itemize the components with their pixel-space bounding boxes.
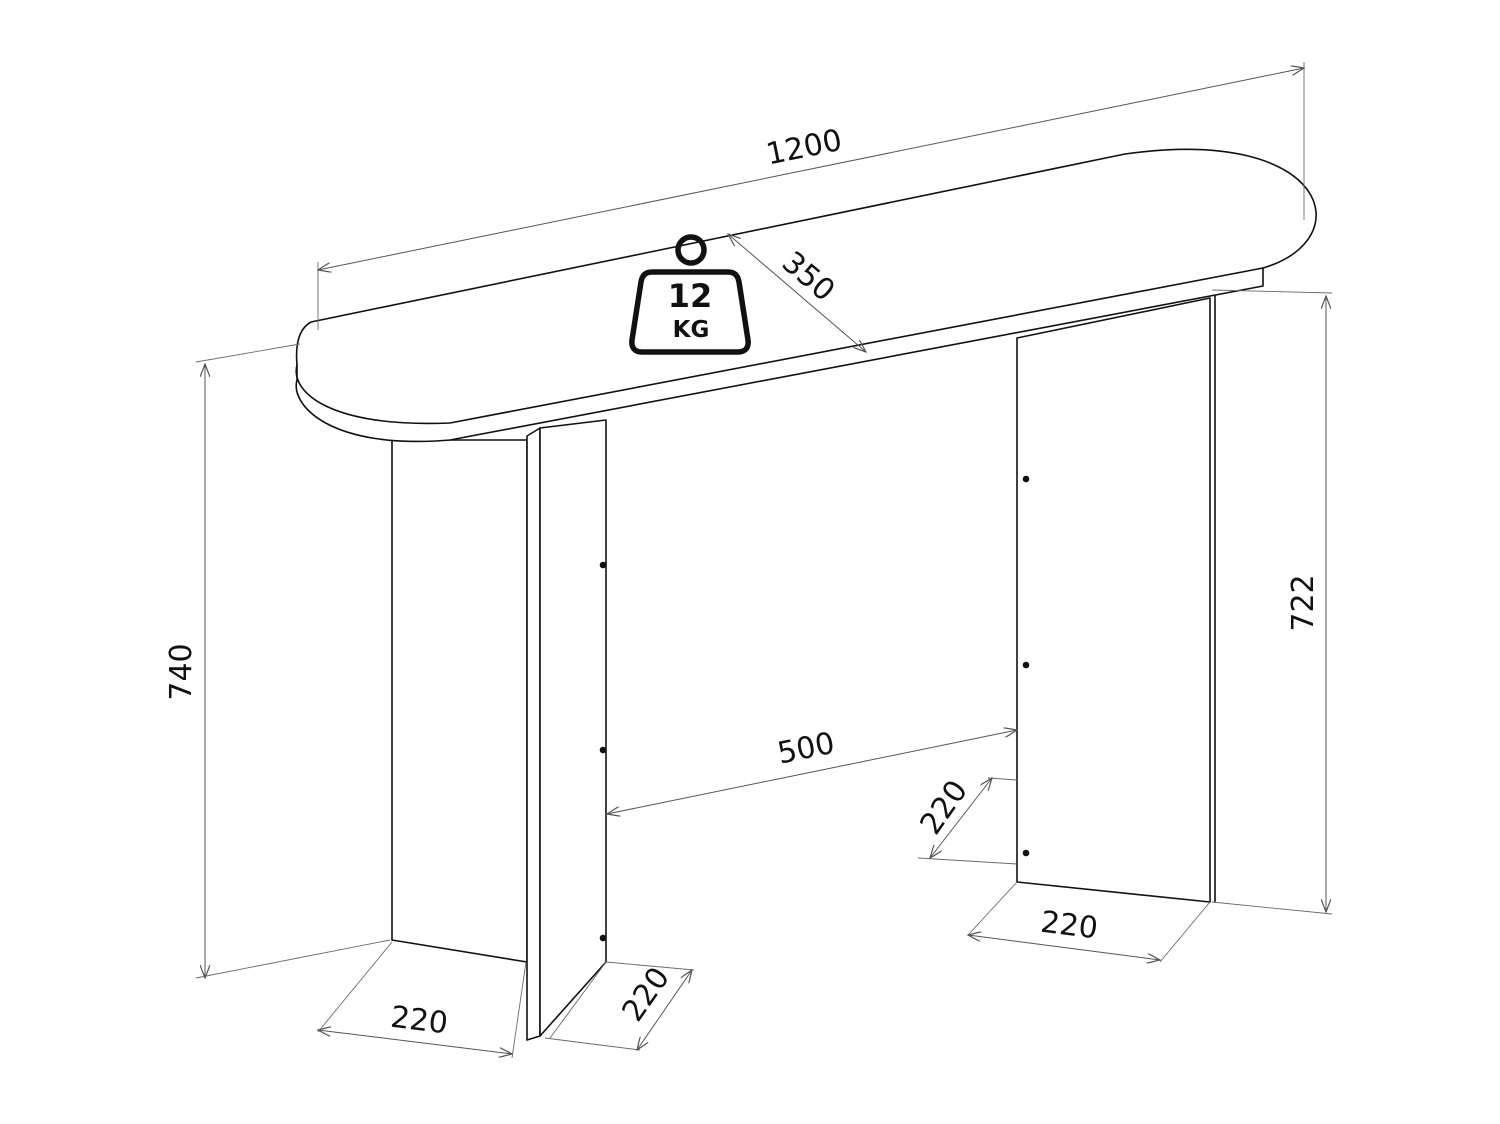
screw-hole: [1022, 849, 1030, 857]
right-leg: [1016, 295, 1216, 903]
screw-hole: [1022, 475, 1030, 483]
dim-left-leg-depth-label: 220: [615, 961, 677, 1028]
dim-right-leg-depth-label: 220: [913, 774, 975, 841]
dimension-right-leg-depth: 220: [913, 774, 1018, 865]
screw-hole: [1022, 661, 1030, 669]
dim-width-label: 1200: [763, 123, 845, 173]
screw-hole: [599, 746, 607, 754]
weight-value: 12: [668, 277, 713, 315]
screw-hole: [599, 561, 607, 569]
dim-leg-spacing-label: 500: [775, 726, 838, 772]
weight-unit: KG: [673, 317, 710, 343]
dimension-total-height: 740: [164, 343, 391, 978]
screw-hole: [599, 934, 607, 942]
dim-total-height-label: 740: [164, 643, 199, 700]
dimension-leg-height: 722: [1211, 289, 1333, 915]
dimension-left-leg-width: 220: [318, 941, 527, 1059]
dim-left-leg-width-label: 220: [389, 1000, 450, 1042]
dimension-right-leg-width: 220: [968, 881, 1211, 962]
dim-right-leg-width-label: 220: [1039, 905, 1100, 947]
dim-leg-height-label: 722: [1286, 574, 1321, 631]
weight-badge-icon: 12 KG: [629, 234, 751, 355]
left-leg: [391, 419, 607, 1041]
